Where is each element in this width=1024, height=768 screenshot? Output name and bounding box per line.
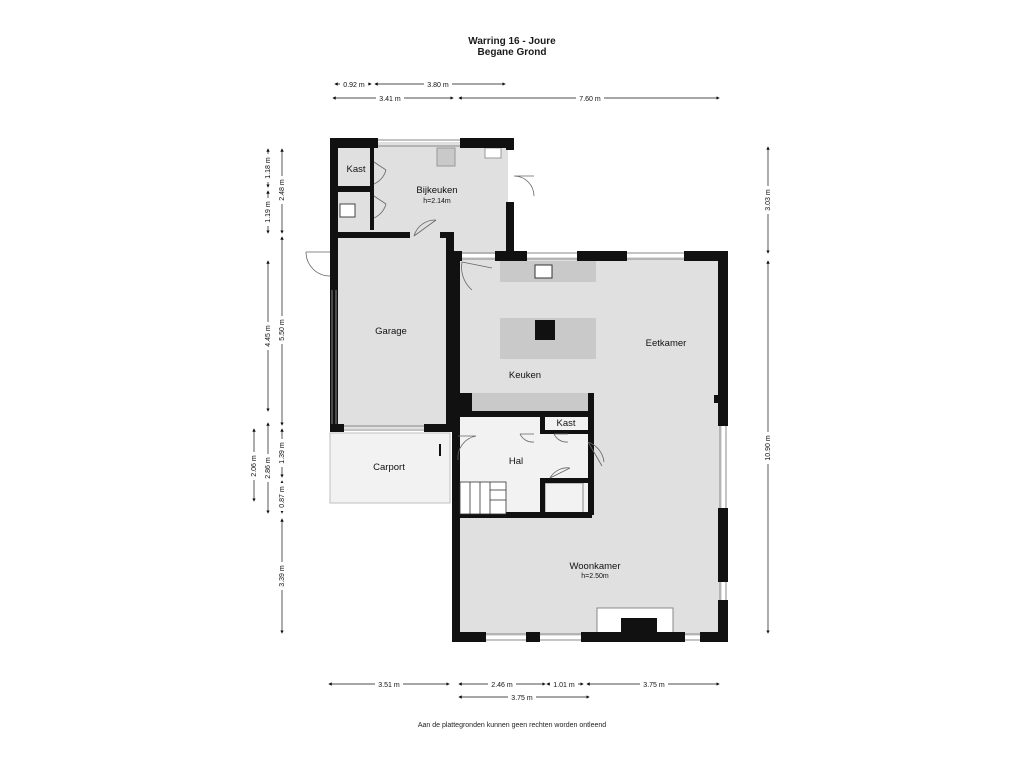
dim-top-2: 3.80 m: [427, 82, 449, 89]
garage-floor: [336, 237, 450, 429]
room-label-kast-top: Kast: [346, 164, 365, 175]
room-label-keuken: Keuken: [509, 370, 541, 381]
washer-icon: [436, 147, 456, 167]
door-garage-exterior: [305, 251, 331, 277]
dim-bottom-3: 1.01 m: [553, 682, 575, 689]
room-labels: Kast Bijkeuken h=2.14m Garage Keuken Eet…: [346, 164, 686, 580]
room-label-kast-hal: Kast: [556, 418, 575, 429]
lower-counter: [472, 393, 588, 414]
dim-bottom-5: 3.75 m: [511, 695, 533, 702]
dim-left-2: 2.48 m: [279, 179, 286, 201]
plan-title: Warring 16 - Joure: [468, 36, 556, 47]
room-height-woonkamer: h=2.50m: [581, 573, 609, 580]
dim-top-1: 0.92 m: [343, 82, 365, 89]
floor-areas: [329, 142, 722, 636]
dim-left-1: 1.18 m: [265, 157, 272, 179]
door-hal-entry: [457, 435, 477, 461]
fireplace-inner-icon: [621, 618, 657, 636]
fixtures: [339, 147, 674, 637]
doors: [305, 161, 605, 479]
dim-left-8: 1.39 m: [279, 442, 286, 464]
door-wc: [549, 467, 571, 479]
room-label-eetkamer: Eetkamer: [646, 338, 687, 349]
dim-top-4: 7.60 m: [579, 96, 601, 103]
dim-left-3: 1.19 m: [265, 201, 272, 223]
dimension-labels: 0.92 m 3.80 m 3.41 m 7.60 m 1.18 m 2.48 …: [249, 79, 772, 702]
room-label-woonkamer: Woonkamer: [569, 561, 620, 572]
dim-left-4: 4.45 m: [265, 325, 272, 347]
carport-floor: [329, 432, 451, 504]
windows: [331, 139, 727, 641]
dim-right-2: 10.90 m: [765, 435, 772, 460]
toilet-icon: [339, 203, 356, 218]
dim-bottom-1: 3.51 m: [378, 682, 400, 689]
door-hal-right: [587, 441, 605, 467]
door-kast-top: [373, 161, 387, 185]
walls: [330, 138, 728, 642]
door-kast-hal-1: [519, 433, 535, 443]
dim-left-5: 5.50 m: [279, 319, 286, 341]
door-bijkeuken-exterior: [513, 175, 535, 197]
dim-left-7: 2.86 m: [265, 457, 272, 479]
room-label-garage: Garage: [375, 326, 407, 337]
room-label-bijkeuken: Bijkeuken: [416, 185, 457, 196]
staircase: [459, 481, 507, 515]
room-label-hal: Hal: [509, 456, 523, 467]
dim-left-6: 2.06 m: [251, 455, 258, 477]
dim-top-3: 3.41 m: [379, 96, 401, 103]
door-kast-hal-2: [553, 433, 569, 443]
cooktop-icon: [535, 320, 555, 340]
disclaimer: Aan de plattegronden kunnen geen rechten…: [417, 722, 607, 729]
wc-hal-fixture: [544, 482, 584, 514]
door-garage-bijkeuken: [413, 219, 437, 237]
dim-left-10: 3.39 m: [279, 565, 286, 587]
dim-left-9: 0.87 m: [279, 486, 286, 508]
room-height-bijkeuken: h=2.14m: [423, 198, 451, 205]
plan-subtitle: Begane Grond: [477, 47, 547, 58]
room-label-carport: Carport: [373, 462, 405, 473]
dim-bottom-4: 3.75 m: [643, 682, 665, 689]
door-keuken: [461, 261, 493, 291]
dim-right-1: 3.03 m: [765, 189, 772, 211]
door-toilet: [373, 195, 387, 219]
sink-bijkeuken-icon: [484, 147, 502, 159]
sink-icon: [534, 264, 553, 279]
dim-bottom-2: 2.46 m: [491, 682, 513, 689]
